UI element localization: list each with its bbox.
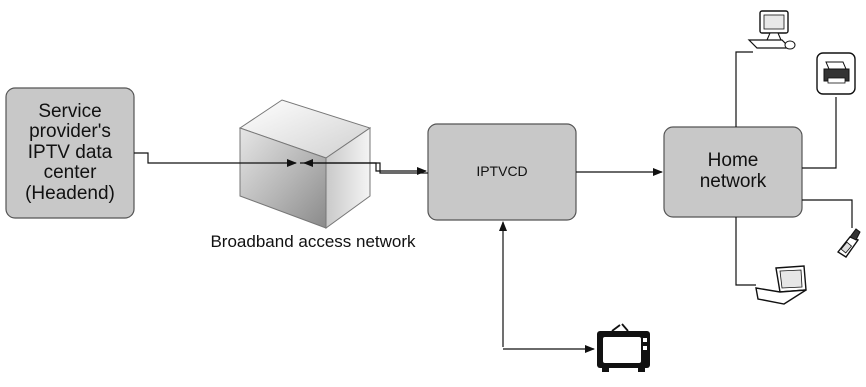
connector-headend-broadband xyxy=(134,152,297,167)
connector-home-phone xyxy=(802,199,853,228)
connector-broadband-iptvcd xyxy=(300,162,427,175)
television-icon xyxy=(597,323,650,372)
broadband-label: Broadband access network xyxy=(210,232,416,251)
broadband-cube xyxy=(238,99,372,229)
iptvcd-label: IPTVCD xyxy=(476,163,528,180)
printer-icon xyxy=(816,52,856,95)
home-network-label: Home network xyxy=(699,150,767,192)
headend-label: Service provider's IPTV data center (Hea… xyxy=(25,100,115,204)
connector-home-laptop xyxy=(735,217,756,286)
home-network-box xyxy=(663,126,803,218)
connector-home-desktop xyxy=(735,51,753,127)
laptop-icon xyxy=(755,265,807,305)
connector-home-printer xyxy=(802,97,837,169)
desktop-computer-icon xyxy=(747,10,796,50)
mobile-phone-icon xyxy=(836,228,861,258)
